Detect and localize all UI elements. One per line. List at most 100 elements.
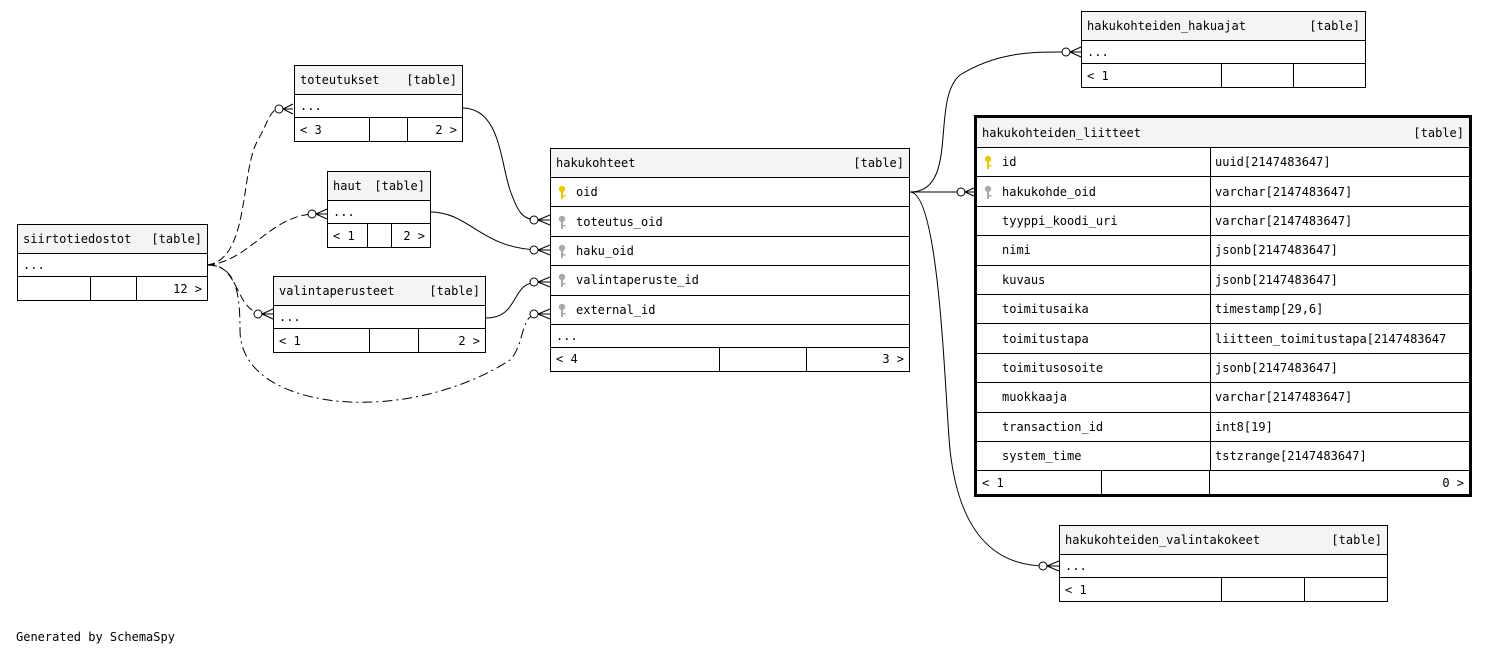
table-footer: < 1 [1082, 64, 1365, 87]
footer-children[interactable] [1294, 64, 1365, 87]
footer-parents[interactable]: < 1 [1060, 578, 1222, 601]
table-tag: [table] [1309, 19, 1360, 33]
footer-children[interactable]: 2 > [458, 333, 480, 348]
table-hakukohteet[interactable]: hakukohteet [table] oid toteutus_oid hak… [550, 148, 910, 372]
column-name: haku_oid [576, 243, 634, 258]
foreign-key-icon [556, 215, 568, 229]
footer-children[interactable]: 2 > [403, 228, 425, 243]
primary-key-icon [982, 155, 994, 170]
marker-valintaperusteet [253, 309, 263, 319]
footer-parents[interactable]: < 3 [295, 118, 370, 141]
edge-toteutukset-hakukohteet [461, 107, 539, 221]
column-row[interactable]: external_id [551, 296, 909, 325]
table-tag: [table] [853, 156, 904, 170]
footer-middle [370, 118, 408, 141]
column-type: varchar[2147483647] [1210, 206, 1469, 236]
footer-middle [91, 277, 137, 300]
table-footer: < 1 2 > [274, 329, 485, 352]
table-name: hakukohteiden_hakuajat [1087, 19, 1246, 33]
column-name: muokkaaja [1002, 390, 1068, 405]
marker-hakukohteet-toteutus [529, 215, 539, 225]
table-header: siirtotiedostot [table] [18, 225, 207, 254]
footer-children[interactable]: 12 > [173, 281, 202, 296]
table-footer: < 1 [1060, 578, 1387, 601]
column-row[interactable]: hakukohde_oid varchar[2147483647] [977, 177, 1469, 207]
table-hakukohteiden-hakuajat[interactable]: hakukohteiden_hakuajat [table] ... < 1 [1081, 11, 1366, 88]
footer-parents[interactable]: < 1 [274, 329, 370, 352]
marker-hakukohteet-valintaperuste [529, 277, 539, 287]
footer-middle [370, 329, 419, 352]
column-name: hakukohde_oid [1002, 184, 1096, 199]
column-row[interactable]: valintaperuste_id [551, 266, 909, 296]
edge-hakukohteet-hakuajat [909, 51, 1069, 193]
table-name: haut [333, 179, 362, 193]
column-name: oid [576, 185, 598, 200]
table-header: haut [table] [328, 172, 430, 201]
edge-hakukohteet-valintakokeet [909, 191, 1047, 567]
more-columns: ... [1082, 41, 1365, 64]
column-row[interactable]: toimitusosoite jsonb[2147483647] [977, 353, 1469, 384]
column-row[interactable]: haku_oid [551, 237, 909, 267]
foreign-key-icon [982, 185, 994, 199]
column-name: toteutus_oid [576, 214, 663, 229]
table-footer: < 1 0 > [977, 471, 1469, 495]
table-haut[interactable]: haut [table] ... < 1 2 > [327, 171, 431, 248]
table-valintaperusteet[interactable]: valintaperusteet [table] ... < 1 2 > [273, 276, 486, 353]
marker-toteutukset [274, 104, 284, 114]
table-footer: < 3 2 > [295, 118, 462, 141]
table-name: hakukohteet [556, 156, 636, 170]
column-name: id [1002, 155, 1017, 170]
table-hakukohteiden-valintakokeet[interactable]: hakukohteiden_valintakokeet [table] ... … [1059, 525, 1388, 602]
column-name: external_id [576, 302, 656, 317]
footer-children[interactable]: 2 > [435, 122, 457, 137]
foreign-key-icon [556, 273, 568, 288]
column-type: jsonb[2147483647] [1210, 236, 1469, 265]
footer-parents[interactable]: < 1 [977, 471, 1102, 495]
column-type: varchar[2147483647] [1210, 177, 1469, 206]
column-type: varchar[2147483647] [1210, 383, 1469, 412]
table-header: hakukohteet [table] [551, 149, 909, 178]
footer-children[interactable]: 0 > [1442, 475, 1464, 490]
footer-middle [720, 347, 807, 371]
column-row[interactable]: muokkaaja varchar[2147483647] [977, 383, 1469, 413]
column-type: jsonb[2147483647] [1210, 353, 1469, 383]
footer-parents[interactable]: < 4 [551, 347, 720, 371]
edge-siirtotiedostot-toteutukset [206, 107, 284, 266]
footer-middle [1102, 471, 1210, 495]
crow-foot-markers [253, 46, 1082, 572]
footer-parents[interactable] [18, 277, 91, 300]
column-row[interactable]: toteutus_oid [551, 207, 909, 237]
table-footer: < 4 3 > [551, 347, 909, 371]
footer-parents[interactable]: < 1 [1082, 64, 1222, 87]
marker-hakukohteet-haku [529, 245, 539, 255]
column-row[interactable]: oid [551, 178, 909, 208]
table-siirtotiedostot[interactable]: siirtotiedostot [table] ... 12 > [17, 224, 208, 301]
footer-parents[interactable]: < 1 [328, 224, 368, 247]
table-name: siirtotiedostot [23, 232, 132, 246]
column-name: toimitusaika [1002, 302, 1089, 317]
footer-children[interactable]: 3 > [882, 352, 904, 367]
primary-key-icon [556, 185, 568, 200]
column-name: valintaperuste_id [576, 273, 699, 288]
foreign-key-icon [556, 244, 568, 258]
column-name: toimitusosoite [1002, 360, 1104, 375]
edge-haut-hakukohteet [429, 211, 539, 251]
edge-siirtotiedostot-valintaperusteet [206, 264, 263, 314]
table-toteutukset[interactable]: toteutukset [table] ... < 3 2 > [294, 65, 463, 142]
foreign-key-icon [556, 303, 568, 317]
footer-middle [368, 224, 392, 247]
marker-valintakokeet [1038, 561, 1048, 571]
column-type: liitteen_toimitustapa[2147483647 [1210, 324, 1469, 353]
table-name: toteutukset [300, 73, 380, 87]
footer-middle [1222, 64, 1294, 87]
footer-children[interactable] [1305, 578, 1387, 601]
